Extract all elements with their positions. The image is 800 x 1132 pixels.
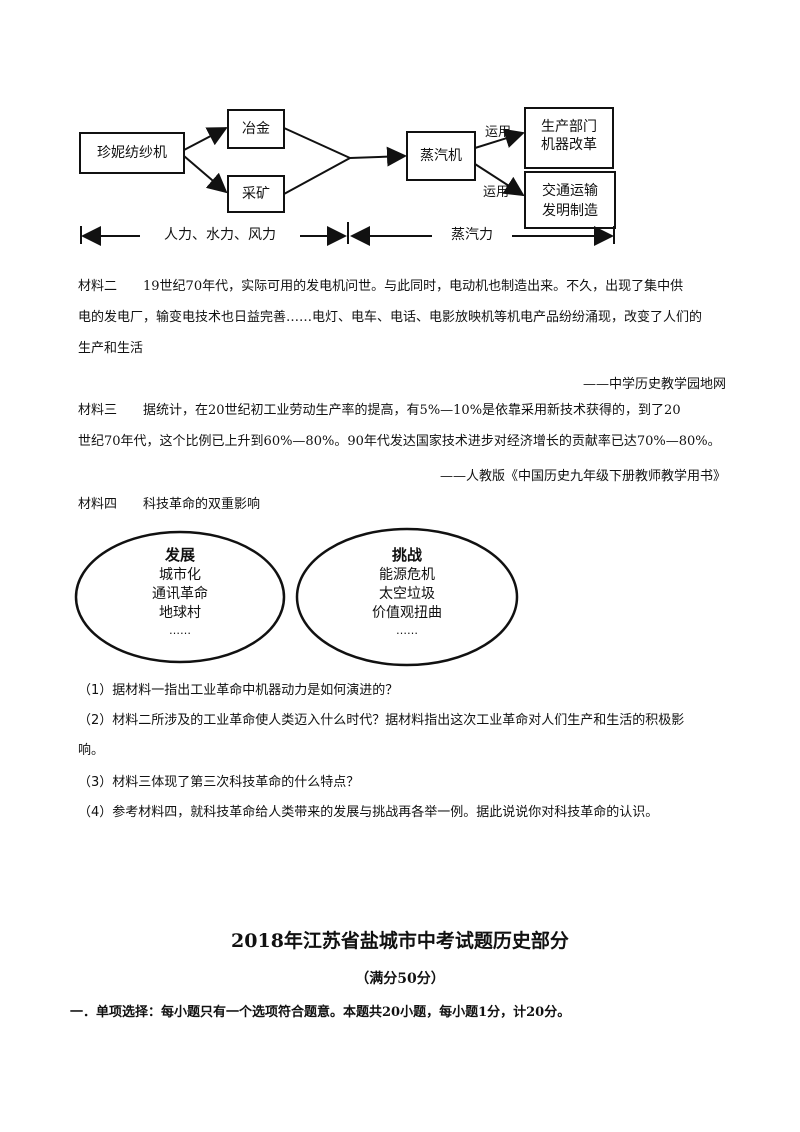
- dual-impact-venn-diagram: [74, 527, 519, 667]
- development-item-1: 城市化: [159, 567, 201, 583]
- exam-title: 2018年江苏省盐城市中考试题历史部分: [231, 930, 569, 952]
- arrow-join-to-steam: [349, 146, 407, 167]
- label-spinning-jenny: 珍妮纺纱机: [97, 145, 167, 161]
- material3-line-1: 材料三 据统计，在20世纪初工业劳动生产率的提高，有5%—10%是依靠采用新技术…: [78, 403, 681, 418]
- material2-line-1: 材料二 19世纪70年代，实际可用的发电机问世。与此同时，电动机也制造出来。不久…: [78, 279, 684, 294]
- material4-title: 材料四 科技革命的双重影响: [78, 497, 261, 512]
- section1-instructions: 一．单项选择：每小题只有一个选项符合题意。本题共20小题，每小题1分，计20分。: [70, 1005, 571, 1020]
- label-production-reform-1: 生产部门: [541, 119, 597, 135]
- challenge-item-3: 价值观扭曲: [372, 605, 442, 621]
- ellipse-development: [74, 530, 286, 664]
- box-spinning-jenny: [79, 132, 185, 174]
- material3-source: ——人教版《中国历史九年级下册教师教学用书》: [439, 469, 726, 484]
- line-mining-to-join: [283, 157, 351, 195]
- question-2-line-1: （2）材料二所涉及的工业革命使人类迈入什么时代？据材料指出这次工业革命对人们生产…: [78, 713, 685, 728]
- development-item-3: 地球村: [159, 605, 201, 621]
- material2-line-3: 生产和生活: [78, 341, 144, 356]
- label-production-reform-2: 机器改革: [541, 137, 597, 153]
- line-smelting-to-join: [283, 127, 351, 159]
- axis-label-left: 人力、水力、风力: [140, 226, 300, 244]
- industrial-power-flow-diagram: [79, 107, 616, 246]
- development-heading: 发展: [164, 546, 195, 564]
- box-production-reform: [524, 107, 614, 169]
- question-1: （1）据材料一指出工业革命中机器动力是如何演进的？: [78, 683, 399, 698]
- axis-label-right: 蒸汽力: [432, 226, 512, 244]
- challenge-heading: 挑战: [391, 546, 422, 564]
- label-mining: 采矿: [242, 186, 270, 202]
- arrow-jenny-to-smelting: [183, 127, 228, 151]
- box-transport-invention: [524, 171, 616, 229]
- label-transport-invention-1: 交通运输: [542, 183, 598, 199]
- challenge-item-1: 能源危机: [379, 567, 435, 583]
- question-2-line-2: 响。: [78, 743, 105, 758]
- label-apply-bottom: 运用: [482, 185, 509, 200]
- label-steam-engine: 蒸汽机: [420, 148, 462, 164]
- label-transport-invention-2: 发明制造: [542, 203, 598, 219]
- development-item-2: 通讯革命: [152, 586, 208, 602]
- arrow-steam-to-transport: [474, 163, 525, 197]
- label-smelting: 冶金: [242, 121, 270, 137]
- development-item-4: ……: [169, 624, 191, 637]
- arrow-steam-to-production: [474, 128, 525, 149]
- exam-score: （满分50分）: [355, 971, 445, 987]
- question-4: （4）参考材料四，就科技革命给人类带来的发展与挑战再各举一例。据此说说你对科技革…: [78, 805, 659, 820]
- challenge-item-2: 太空垃圾: [379, 586, 435, 602]
- material2-line-2: 电的发电厂，输变电技术也日益完善……电灯、电车、电话、电影放映机等机电产品纷纷涌…: [78, 310, 703, 325]
- box-steam-engine: [406, 131, 476, 181]
- material3-line-2: 世纪70年代，这个比例已上升到60%—80%。90年代发达国家技术进步对经济增长…: [78, 434, 721, 449]
- arrow-jenny-to-mining: [183, 155, 228, 194]
- material2-source: ——中学历史教学园地网: [582, 377, 726, 392]
- label-apply-top: 运用: [484, 125, 511, 140]
- question-3: （3）材料三体现了第三次科技革命的什么特点？: [78, 775, 360, 790]
- ellipse-challenge: [295, 527, 519, 667]
- challenge-item-4: ……: [396, 624, 418, 637]
